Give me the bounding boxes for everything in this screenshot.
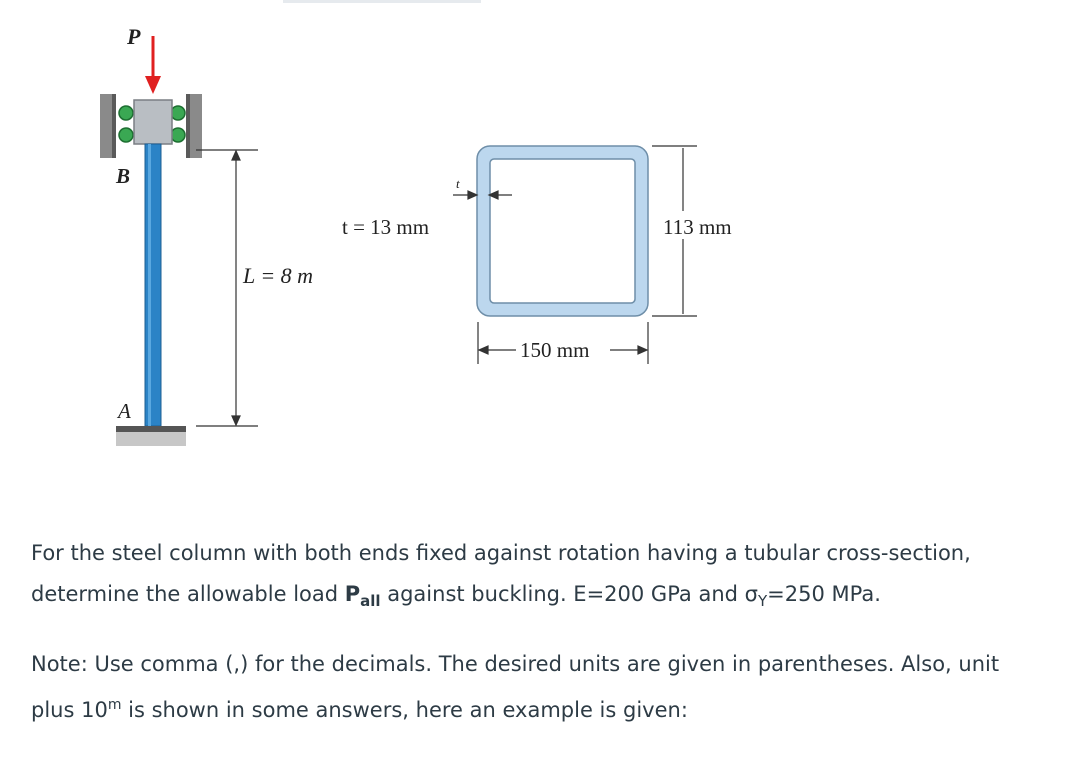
load-arrow [145,36,161,94]
roller-left-bottom [118,127,134,143]
thickness-symbol: t [456,176,460,191]
fixed-base [116,426,186,446]
tube-cross-section [476,145,649,317]
note-text: Note: Use comma (,) for the decimals. Th… [31,652,1000,723]
length-label: L = 8 m [242,263,313,288]
roller-right-bottom [170,127,186,143]
column-diagram: P B A L = 8 m t t = 13 mm 113 mm [100,24,732,446]
problem-statement: For the steel column with both ends fixe… [31,541,971,611]
guide-block [133,99,173,145]
height-label: 113 mm [663,215,732,239]
load-subscript: all [360,592,381,611]
load-label: P [126,24,141,49]
column [144,143,162,427]
length-dimension [196,149,258,427]
load-symbol: P [344,582,361,606]
thickness-label: t = 13 mm [342,215,429,239]
exponent: m [107,697,122,714]
roller-right-top [170,105,186,121]
sigma-subscript: Y [757,592,768,611]
thickness-indicator [453,190,512,200]
width-label: 150 mm [520,338,589,362]
support-label-b: B [115,164,130,188]
sigma-symbol: σ [744,582,758,606]
roller-left-top [118,105,134,121]
top-guide-support [100,94,202,158]
support-label-a: A [116,399,131,423]
problem-text-block: For the steel column with both ends fixe… [31,533,1041,731]
top-border-strip [283,0,481,3]
width-dimension [477,322,649,364]
